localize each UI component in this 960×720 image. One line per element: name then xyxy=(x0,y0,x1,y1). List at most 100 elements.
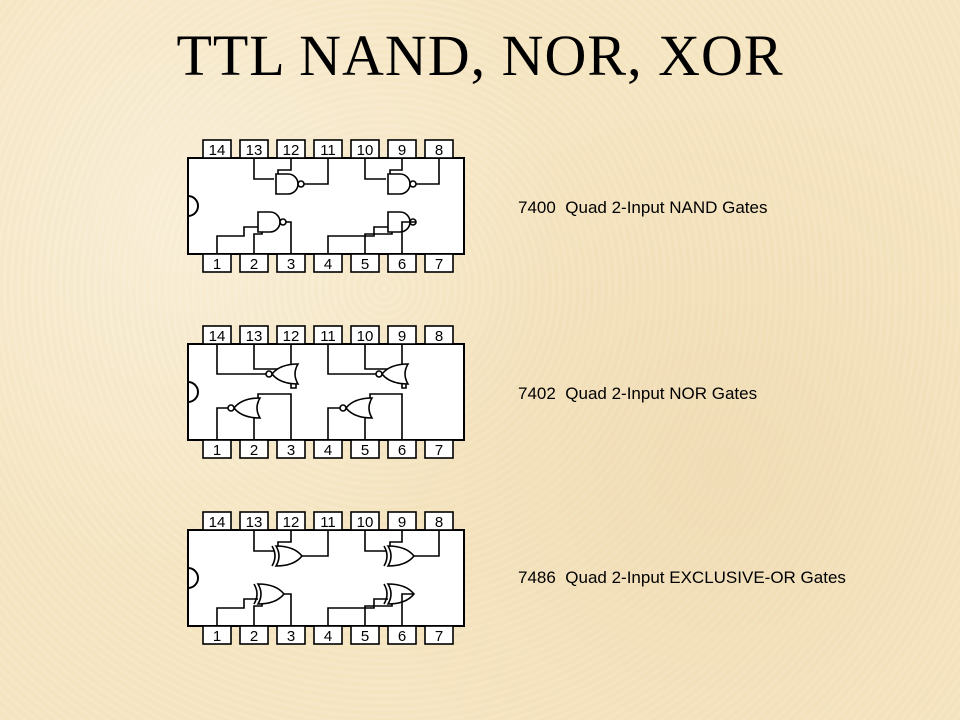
nor-gate xyxy=(375,363,410,385)
nor-gate xyxy=(227,397,262,419)
pin-number: 11 xyxy=(320,142,336,159)
pin-number: 7 xyxy=(435,628,443,645)
slide-title: TTL NAND, NOR, XOR xyxy=(176,23,784,88)
pin-number: 13 xyxy=(246,328,263,345)
pin-box xyxy=(424,625,454,645)
pin-number: 9 xyxy=(398,514,406,531)
pin-box xyxy=(424,253,454,273)
part-description: Quad 2-Input EXCLUSIVE-OR Gates xyxy=(565,568,846,587)
pin-number: 6 xyxy=(398,256,406,273)
nand-gate xyxy=(387,173,417,195)
notch-icon xyxy=(187,195,199,217)
pin-number: 11 xyxy=(320,514,336,531)
part-number: 7486 xyxy=(518,568,556,587)
pin-number: 12 xyxy=(283,142,300,159)
pin-number: 4 xyxy=(324,628,332,645)
pin-box xyxy=(202,139,232,159)
wire xyxy=(216,598,258,626)
pin-number: 11 xyxy=(320,328,336,345)
pin-number: 5 xyxy=(361,442,369,459)
part-description: Quad 2-Input NOR Gates xyxy=(565,384,758,403)
pin-number: 3 xyxy=(287,442,295,459)
chip-7402-label: 7402 Quad 2-Input NOR Gates xyxy=(518,384,757,404)
pin-number: 4 xyxy=(324,442,332,459)
pin-box xyxy=(202,511,232,531)
pin-number: 13 xyxy=(246,142,263,159)
nand-gate xyxy=(257,211,287,233)
pin-number: 12 xyxy=(283,328,300,345)
pin-number: 12 xyxy=(283,514,300,531)
pin-box xyxy=(424,439,454,459)
wire xyxy=(253,530,274,552)
pin-number: 5 xyxy=(361,256,369,273)
pin-number: 3 xyxy=(287,256,295,273)
pin-number: 3 xyxy=(287,628,295,645)
nand-gate xyxy=(387,211,417,233)
wire xyxy=(416,158,440,185)
wire xyxy=(364,158,386,180)
pin-number: 14 xyxy=(209,328,226,345)
part-number: 7402 xyxy=(518,384,556,403)
pin-number: 14 xyxy=(209,142,226,159)
notch-icon xyxy=(187,381,199,403)
pin-number: 4 xyxy=(324,256,332,273)
wire xyxy=(414,530,440,557)
chip-7486-label: 7486 Quad 2-Input EXCLUSIVE-OR Gates xyxy=(518,568,846,588)
pin-number: 7 xyxy=(435,442,443,459)
pin-number: 7 xyxy=(435,256,443,273)
xor-gate xyxy=(383,583,416,605)
pin-number: 8 xyxy=(435,142,443,159)
part-description: Quad 2-Input NAND Gates xyxy=(565,198,768,217)
wire xyxy=(216,226,258,254)
nor-gate xyxy=(339,397,374,419)
nor-gate xyxy=(265,363,300,385)
pin-number: 9 xyxy=(398,142,406,159)
chip-body xyxy=(187,529,465,627)
pin-number: 1 xyxy=(213,442,221,459)
chip-body xyxy=(187,157,465,255)
pin-number: 9 xyxy=(398,328,406,345)
pin-number: 2 xyxy=(250,256,258,273)
part-number: 7400 xyxy=(518,198,556,217)
wire xyxy=(327,407,340,440)
wire xyxy=(401,593,414,626)
wire xyxy=(216,344,266,375)
pin-number: 13 xyxy=(246,514,263,531)
wire xyxy=(364,530,386,552)
wire xyxy=(302,530,329,557)
pin-number: 8 xyxy=(435,328,443,345)
wire xyxy=(327,344,376,375)
pin-number: 1 xyxy=(213,628,221,645)
xor-gate xyxy=(253,583,286,605)
wire xyxy=(304,158,329,185)
chip-body xyxy=(187,343,465,441)
xor-gate xyxy=(383,545,416,567)
wire xyxy=(286,221,292,254)
pin-number: 10 xyxy=(357,514,374,531)
wire xyxy=(216,407,228,440)
xor-gate xyxy=(271,545,304,567)
wire xyxy=(327,226,388,254)
wire xyxy=(284,593,292,626)
pin-number: 10 xyxy=(357,328,374,345)
pin-number: 6 xyxy=(398,628,406,645)
pin-number: 5 xyxy=(361,628,369,645)
pin-box xyxy=(424,325,454,345)
pin-number: 1 xyxy=(213,256,221,273)
notch-icon xyxy=(187,567,199,589)
wire xyxy=(327,598,388,626)
pin-number: 14 xyxy=(209,514,226,531)
pin-number: 10 xyxy=(357,142,374,159)
nand-gate xyxy=(275,173,305,195)
pin-number: 8 xyxy=(435,514,443,531)
wire xyxy=(253,158,274,180)
pin-number: 6 xyxy=(398,442,406,459)
wire xyxy=(401,221,416,254)
pin-number: 2 xyxy=(250,628,258,645)
